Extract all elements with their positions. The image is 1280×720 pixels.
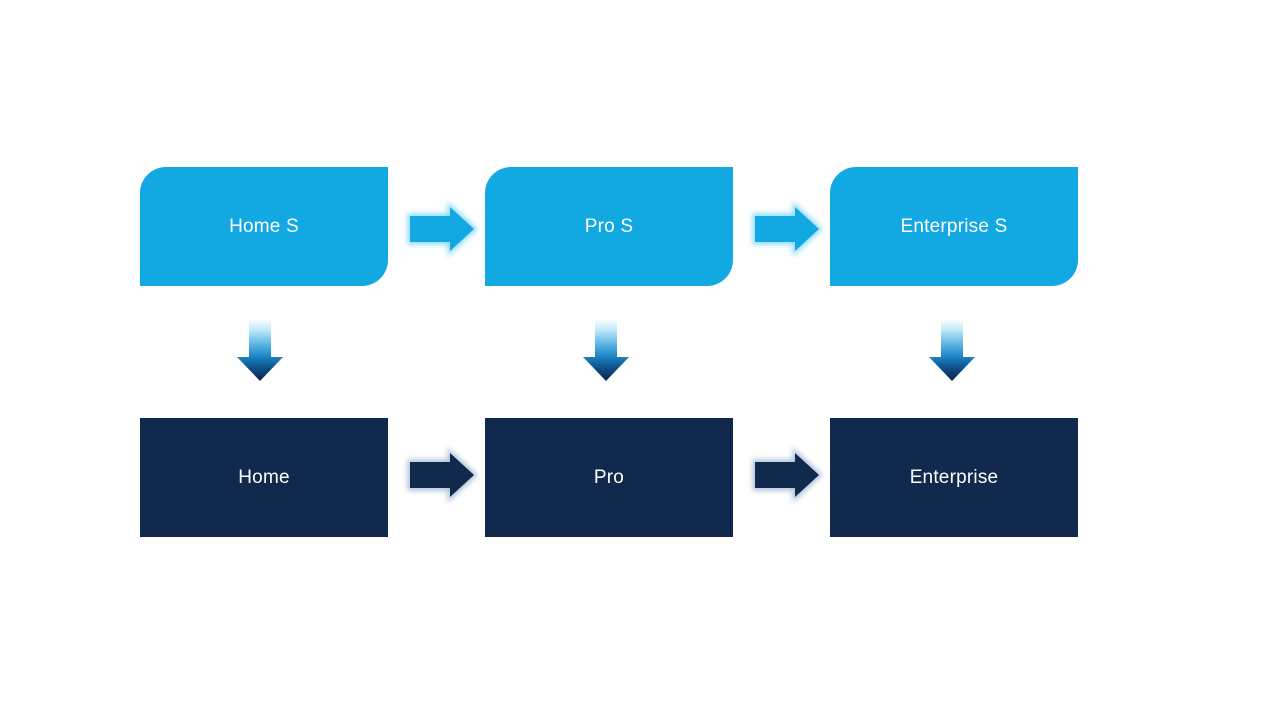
node-pro-s: Pro S bbox=[485, 167, 733, 286]
right-arrow-icon bbox=[401, 444, 483, 506]
right-arrow-icon bbox=[746, 198, 828, 260]
node-pro-label: Pro bbox=[593, 466, 625, 488]
node-enterprise: Enterprise bbox=[830, 418, 1078, 537]
right-arrow-icon bbox=[401, 198, 483, 260]
node-enterprise-s-label: Enterprise S bbox=[900, 215, 1008, 237]
node-home-s: Home S bbox=[140, 167, 388, 286]
right-arrow-icon bbox=[746, 444, 828, 506]
down-arrow-icon bbox=[929, 319, 975, 381]
node-home: Home bbox=[140, 418, 388, 537]
down-arrow-icon bbox=[237, 319, 283, 381]
node-pro: Pro bbox=[485, 418, 733, 537]
node-home-s-label: Home S bbox=[229, 215, 299, 237]
node-enterprise-s: Enterprise S bbox=[830, 167, 1078, 286]
down-arrow-icon bbox=[583, 319, 629, 381]
node-pro-s-label: Pro S bbox=[584, 215, 634, 237]
node-enterprise-label: Enterprise bbox=[909, 466, 999, 488]
node-home-label: Home bbox=[238, 466, 290, 488]
